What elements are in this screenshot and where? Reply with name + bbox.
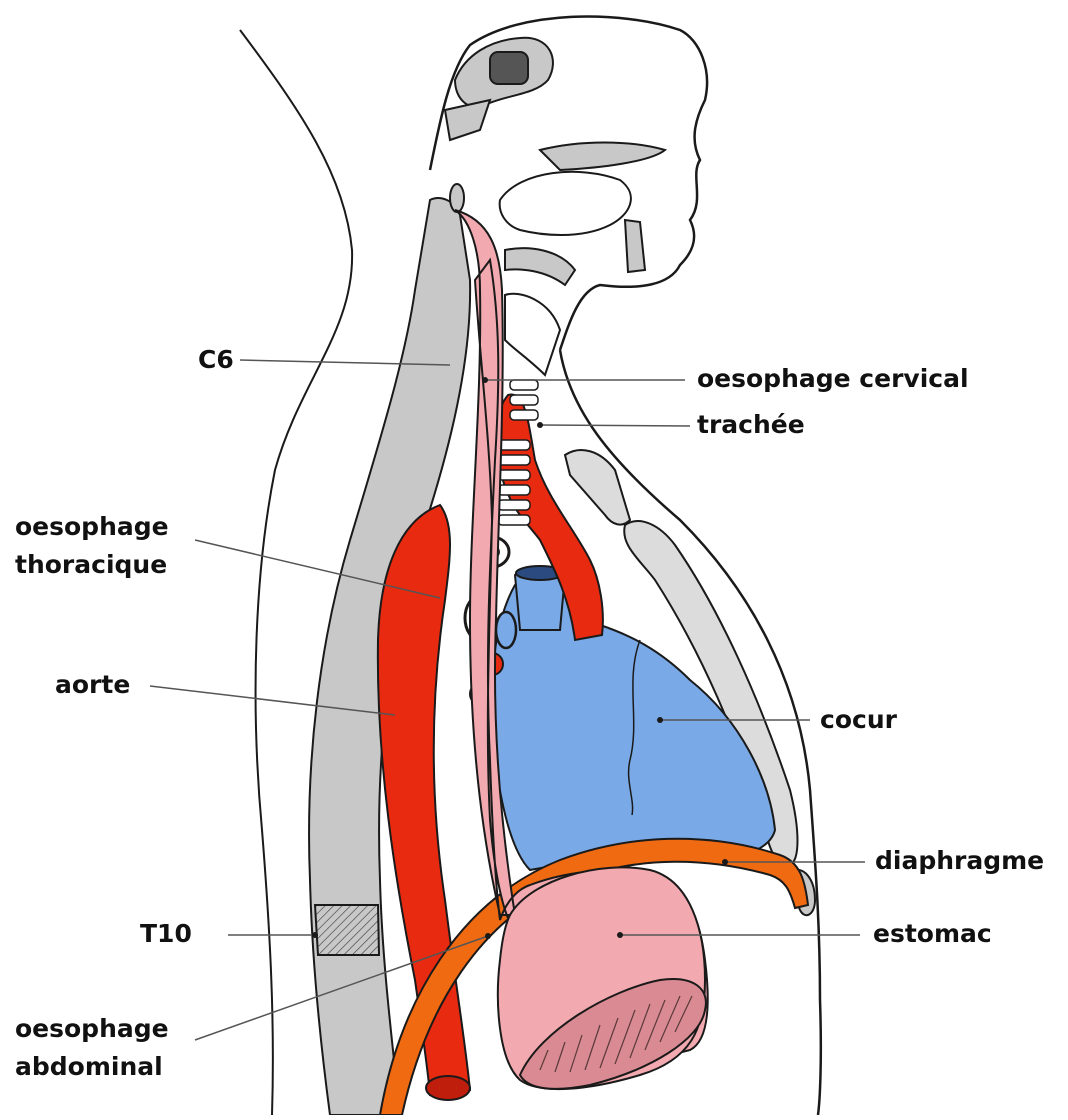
larynx-cartilage [505, 294, 560, 375]
leader-trachee [540, 425, 690, 426]
aorta-end [426, 1076, 470, 1100]
label-oesophage-thoracique-line2: thoracique [15, 546, 169, 584]
hyoid-larynx [505, 248, 575, 285]
sphenoid-sinus [490, 52, 528, 84]
label-t10: T10 [140, 919, 192, 949]
label-oesophage-abdominal: oesophage abdominal [15, 1010, 169, 1086]
label-c6: C6 [198, 345, 234, 375]
label-oesophage-abdominal-line1: oesophage [15, 1010, 169, 1048]
label-estomac: estomac [873, 919, 992, 949]
pulmonary-vein [496, 612, 516, 648]
label-oesophage-abdominal-line2: abdominal [15, 1048, 169, 1086]
label-aorte: aorte [55, 670, 130, 700]
label-oesophage-thoracique-line1: oesophage [15, 508, 169, 546]
label-diaphragme: diaphragme [875, 846, 1044, 876]
vertebra-top [450, 184, 464, 212]
label-oesophage-thoracique: oesophage thoracique [15, 508, 169, 584]
mandible [625, 220, 645, 272]
palate [540, 143, 665, 171]
t10-vertebra [315, 905, 379, 955]
nasal-bone [445, 100, 490, 140]
tongue [500, 172, 631, 235]
label-coeur: cocur [820, 705, 897, 735]
label-trachee: trachée [697, 410, 805, 440]
label-oesophage-cervical: oesophage cervical [697, 364, 969, 394]
